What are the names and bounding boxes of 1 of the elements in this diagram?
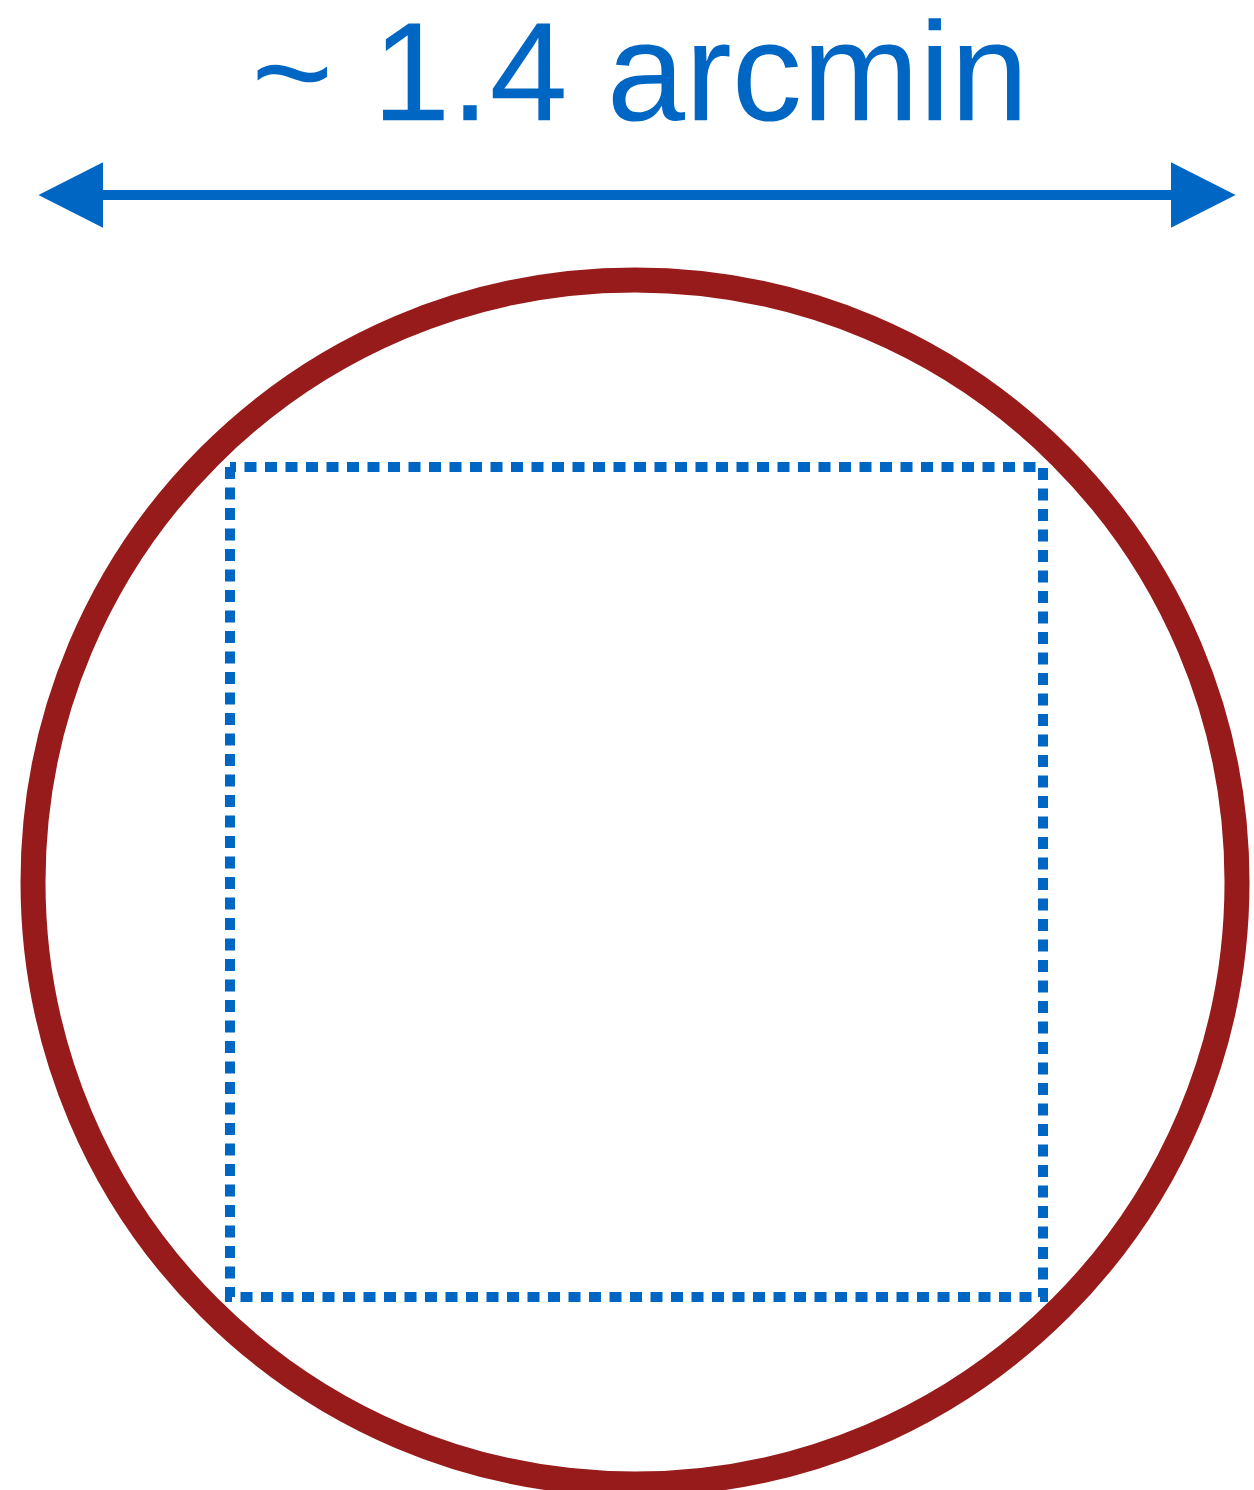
dimension-label: ~ 1.4 arcmin	[257, 18, 1020, 122]
